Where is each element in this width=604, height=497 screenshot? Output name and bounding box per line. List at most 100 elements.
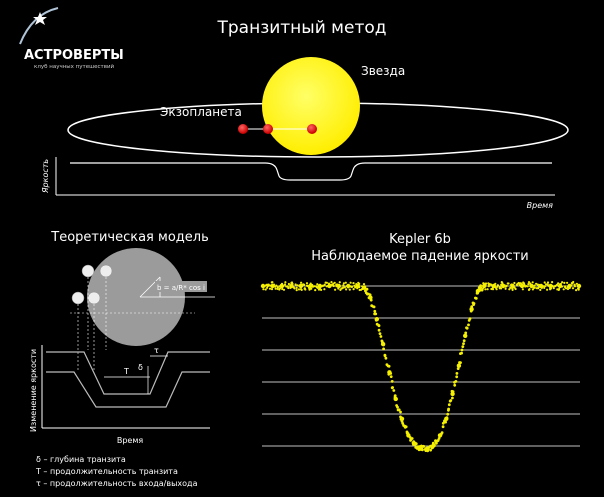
planet-position-2 [263,124,273,134]
kepler-noise-point [577,288,580,291]
kepler-noise-point [512,284,515,287]
kepler-noise-point [566,286,570,289]
kepler-noise-point [342,282,345,285]
kepler-noise-point [482,282,485,285]
model-planet-3 [71,291,85,305]
kepler-noise-point [494,282,497,285]
kepler-noise-point [478,288,482,292]
kepler-noise-point [537,286,540,289]
kepler-noise-point [320,288,323,291]
model-planet-4 [87,291,101,305]
kepler-noise-point [316,286,319,289]
kepler-noise-point [484,288,487,291]
kepler-noise-point [348,288,351,291]
kepler-noise-point [271,281,274,284]
kepler-noise-point [270,288,274,291]
logo-tagline: клуб научных путешествий [34,63,115,70]
model-formula: b = a/R* cos i [157,284,205,292]
kepler-noise-point [481,287,484,290]
kepler-noise-point [383,354,387,358]
model-curve-inner [46,351,210,395]
kepler-noise-point [557,282,560,285]
kepler-noise-point [528,288,531,291]
kepler-noise-point [530,285,533,288]
logo-name: АСТРОВЕРТЫ [24,48,124,63]
kepler-noise-point [451,390,455,393]
kepler-noise-point [343,286,346,289]
kepler-noise-point [457,363,461,367]
kepler-noise-point [447,408,450,412]
kepler-noise-point [543,281,546,284]
kepler-noise-point [437,437,441,440]
kepler-noise-point [329,283,332,286]
kepler-noise-point [546,288,549,291]
model-diagram: b = a/R* cos i τ δ T [41,248,215,429]
kepler-noise-point [369,296,372,300]
kepler-noise-point [356,287,359,290]
kepler-noise-point [426,449,430,453]
kepler-noise-point [414,442,418,446]
kepler-noise-point [491,288,495,291]
kepler-noise-point [421,448,424,452]
kepler-noise-point [362,283,366,286]
kepler-noise-point [399,410,402,414]
kepler-noise-point [399,415,402,419]
kepler-noise-point [461,345,465,348]
kepler-noise-point [347,286,350,289]
kepler-noise-point [345,288,348,291]
kepler-noise-point [500,283,503,286]
kepler-noise-point [282,288,286,291]
kepler-noise-point [462,342,465,346]
kepler-noise-point [468,317,472,320]
kepler-noise-point [493,284,496,287]
kepler-noise-point [306,284,309,288]
kepler-noise-point [549,287,553,290]
kepler-noise-point [293,287,296,290]
planet-position-1 [238,124,248,134]
kepler-noise-point [484,282,488,285]
kepler-noise-point [487,285,490,288]
kepler-noise-point [507,282,510,285]
kepler-subtitle: Наблюдаемое падение яркости [311,249,528,264]
kepler-noise-point [529,282,532,285]
kepler-noise-point [536,283,539,286]
kepler-noise-point [566,281,569,284]
kepler-noise-point [575,282,579,285]
logo-swoosh-icon [19,7,59,45]
kepler-noise-point [514,287,517,291]
kepler-noise-point [323,283,326,286]
kepler-noise-point [400,419,404,423]
logo-star-icon [33,12,47,25]
kepler-noise-point [502,285,505,288]
kepler-noise-point [465,326,469,330]
kepler-noise-point [295,286,298,289]
kepler-noise-point [323,288,326,291]
kepler-noise-point [460,348,464,352]
kepler-noise-point [336,283,339,286]
kepler-noise-point [373,309,377,313]
kepler-noise-point [342,286,345,289]
kepler-noise-point [297,288,301,291]
kepler-noise-point [538,283,541,287]
kepler-noise-point [334,288,337,291]
model-curve-outer [46,371,210,408]
kepler-noise-point [289,286,292,289]
kepler-noise-point [531,281,534,284]
orbit-front [67,129,569,158]
kepler-noise-point [397,408,401,412]
kepler-noise-point [490,283,493,286]
kepler-noise-point [313,285,316,288]
kepler-noise-point [287,286,290,290]
kepler-noise-point [266,286,269,289]
kepler-noise-point [479,284,482,287]
kepler-noise-point [389,372,393,375]
kepler-noise-point [446,412,450,416]
kepler-noise-point [505,284,508,287]
kepler-noise-point [565,287,568,290]
kepler-noise-point [316,283,319,286]
kepler-noise-point [436,439,440,443]
model-ylabel: Изменение яркости [29,349,38,432]
kepler-noise-point [284,281,287,284]
kepler-noise-point [440,431,444,434]
